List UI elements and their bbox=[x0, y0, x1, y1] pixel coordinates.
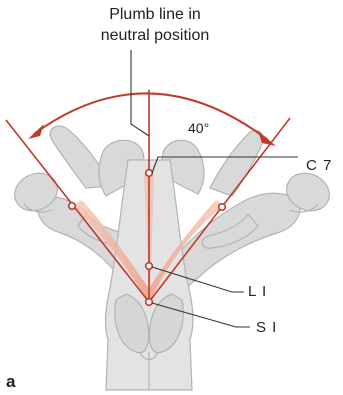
right-c7-marker bbox=[219, 204, 226, 211]
c7-marker bbox=[146, 170, 153, 177]
left-c7-marker bbox=[69, 203, 76, 210]
panel-letter: a bbox=[6, 372, 15, 392]
title-line-1: Plumb line in bbox=[60, 4, 250, 25]
c7-label: C 7 bbox=[306, 157, 332, 174]
plumb-line-title: Plumb line in neutral position bbox=[60, 4, 250, 46]
arc-arrow-left bbox=[28, 124, 44, 139]
s1-label: S I bbox=[256, 319, 277, 336]
l1-marker bbox=[146, 263, 153, 270]
l1-label: L I bbox=[248, 283, 267, 300]
angle-label: 40° bbox=[188, 120, 209, 136]
s1-marker bbox=[146, 299, 153, 306]
title-line-2: neutral position bbox=[60, 25, 250, 46]
